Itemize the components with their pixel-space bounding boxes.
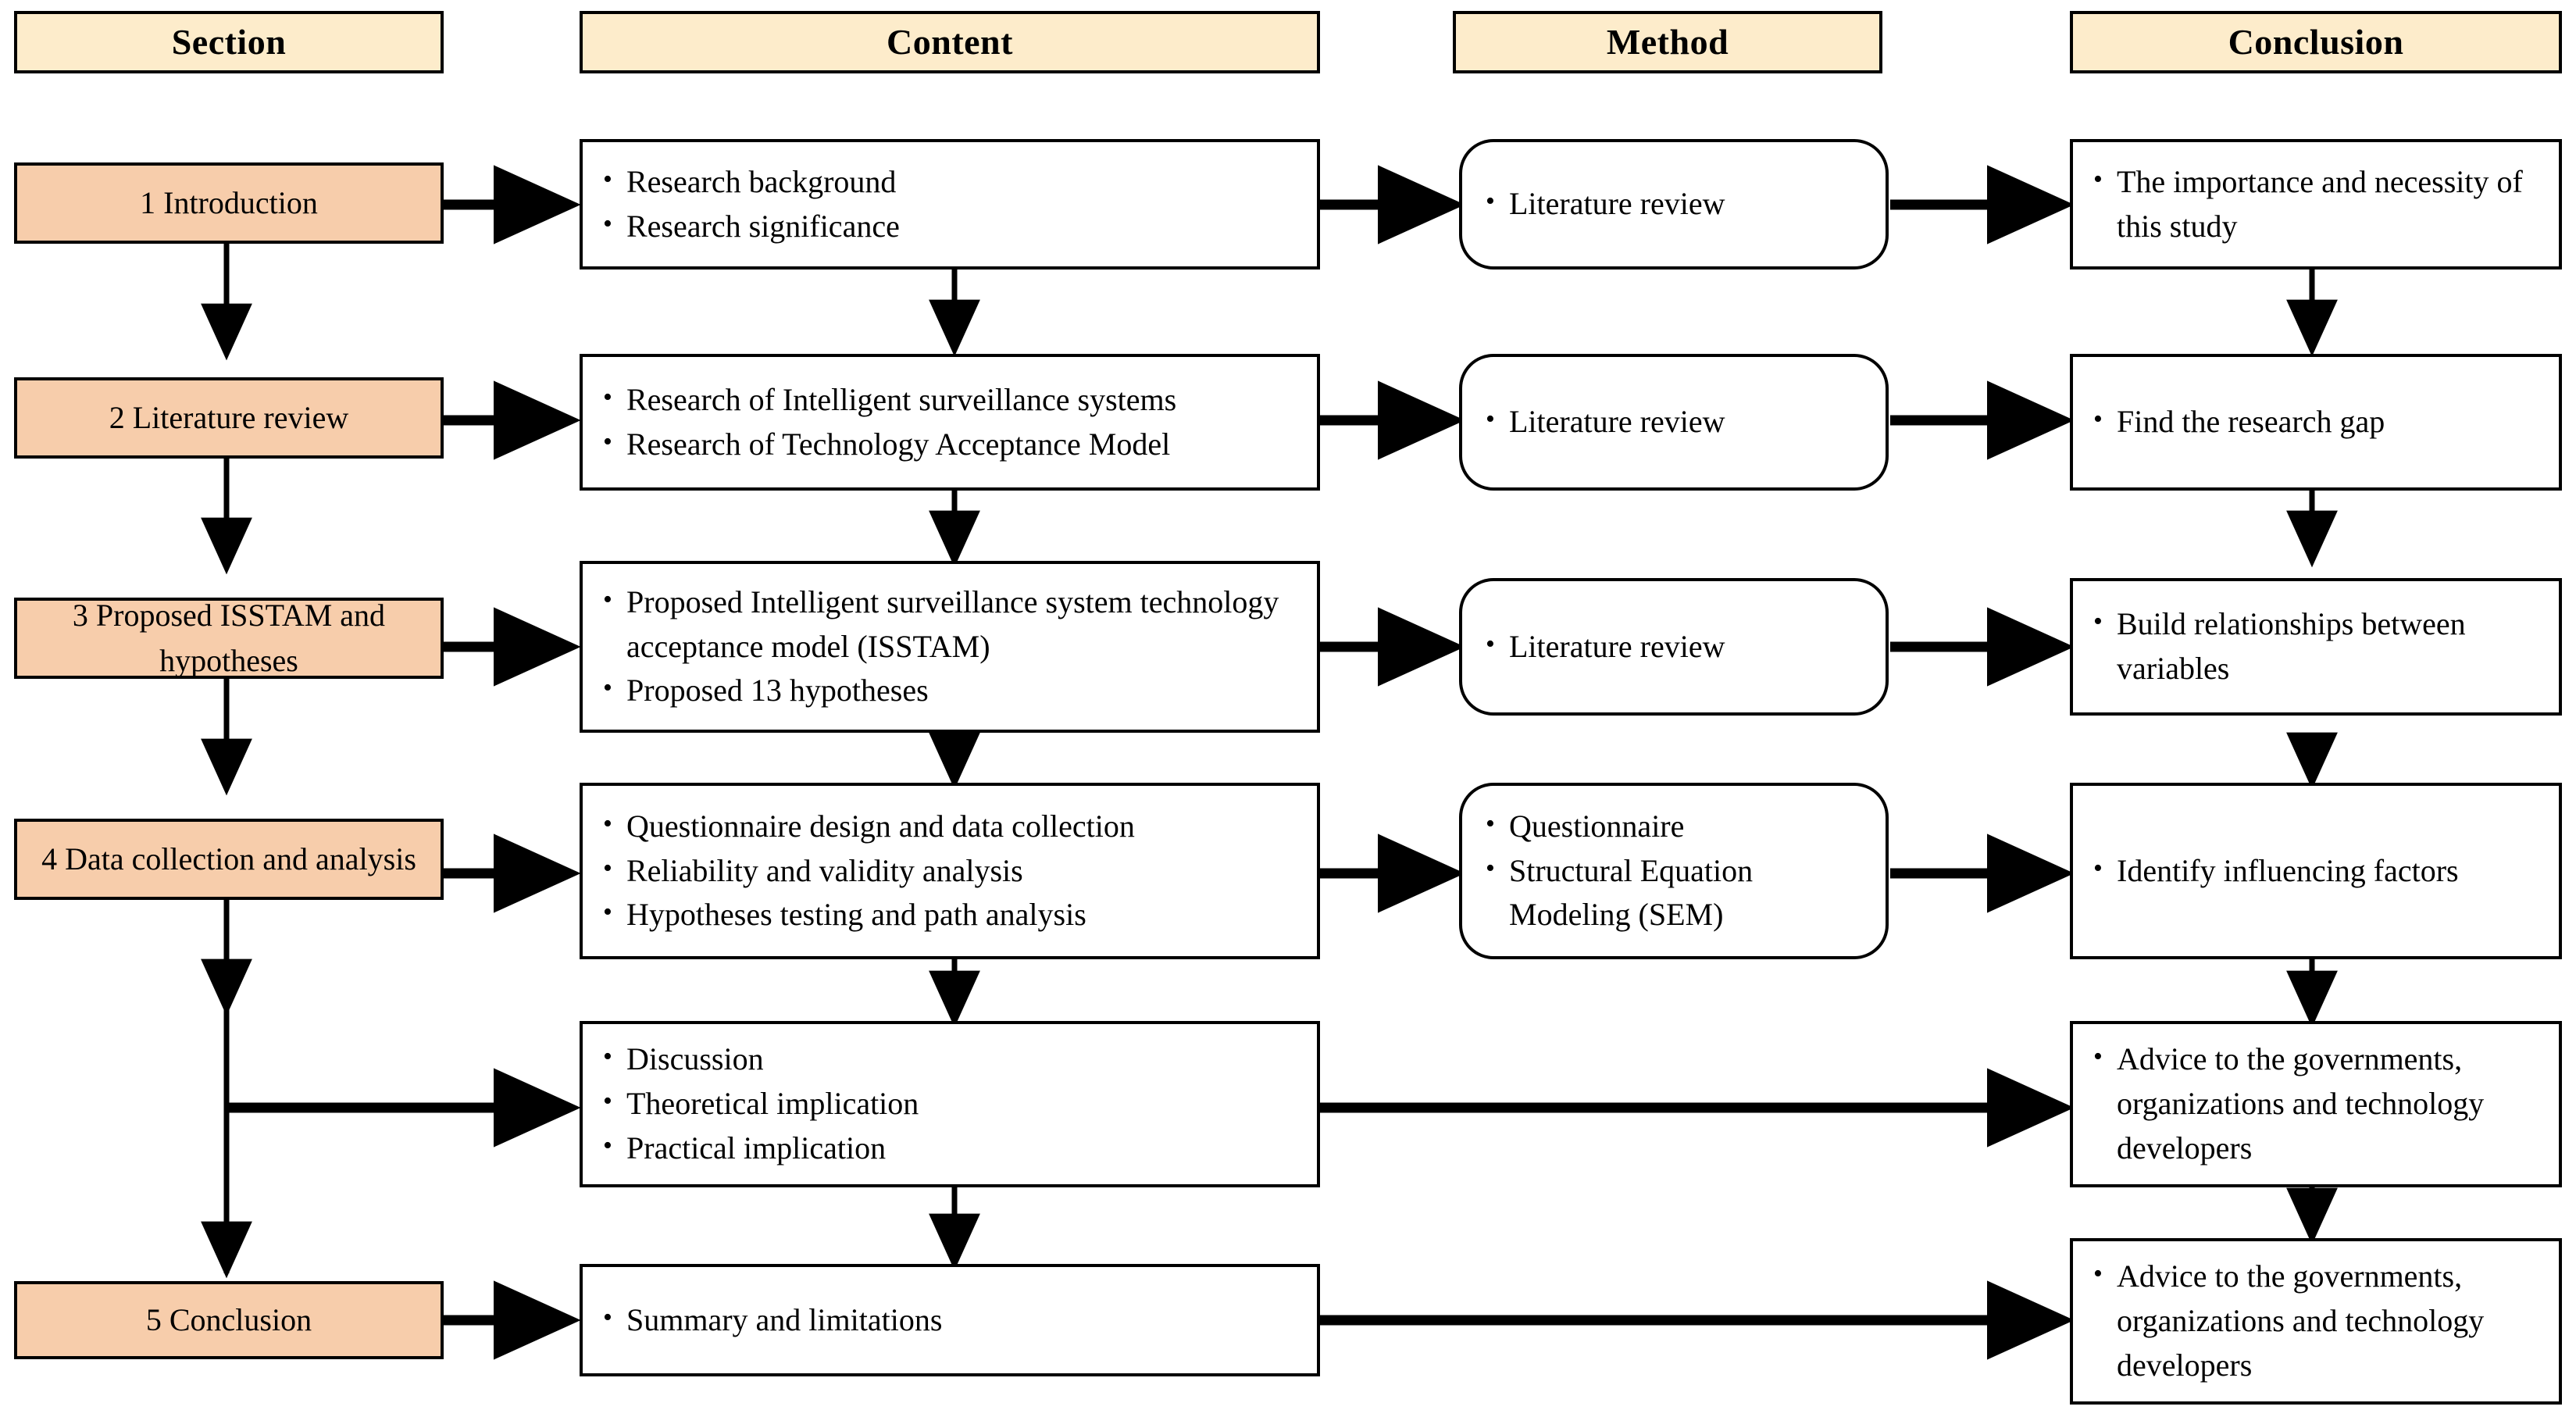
method-bullets-1: Literature review [1462,181,1886,227]
content-bullets-1: Research background Research significanc… [583,159,1317,249]
conclusion-bullets-4: Identify influencing factors [2073,848,2559,894]
bullet: Reliability and validity analysis [600,848,1308,894]
header-method: Method [1453,11,1882,73]
conclusion-box-4[interactable]: Identify influencing factors [2070,783,2562,959]
method-box-1[interactable]: Literature review [1459,139,1889,270]
content-bullets-2: Research of Intelligent surveillance sys… [583,377,1317,467]
conclusion-bullets-1: The importance and necessity of this stu… [2073,159,2559,249]
bullet: Hypotheses testing and path analysis [600,892,1308,937]
section-label-2: 2 Literature review [109,400,349,435]
conclusion-box-5[interactable]: Advice to the governments, organizations… [2070,1021,2562,1187]
method-bullets-2: Literature review [1462,399,1886,444]
section-label-4: 4 Data collection and analysis [41,841,416,876]
header-section-label: Section [171,21,287,62]
section-label-3: 3 Proposed ISSTAM and hypotheses [72,598,386,678]
bullet: Literature review [1482,624,1876,669]
bullet: Proposed 13 hypotheses [600,668,1308,713]
header-conclusion: Conclusion [2070,11,2562,73]
section-box-3[interactable]: 3 Proposed ISSTAM and hypotheses [14,598,444,679]
conclusion-box-6[interactable]: Advice to the governments, organizations… [2070,1238,2562,1405]
method-to-conclusion-arrows [1890,165,2075,913]
conclusion-bullets-5: Advice to the governments, organizations… [2073,1037,2559,1170]
method-bullets-3: Literature review [1462,624,1886,669]
content-box-2[interactable]: Research of Intelligent surveillance sys… [580,354,1320,491]
bullet: Structural Equation Modeling (SEM) [1482,848,1876,938]
method-box-2[interactable]: Literature review [1459,354,1889,491]
content-bullets-4: Questionnaire design and data collection… [583,804,1317,937]
conclusion-bullets-6: Advice to the governments, organizations… [2073,1254,2559,1387]
bullet: Questionnaire design and data collection [600,804,1308,849]
section-label-5: 5 Conclusion [145,1302,312,1337]
bullet: Discussion [600,1037,1308,1082]
content-box-4[interactable]: Questionnaire design and data collection… [580,783,1320,959]
bullet: Literature review [1482,399,1876,444]
bullet: Questionnaire [1482,804,1876,849]
conclusion-box-3[interactable]: Build relationships between variables [2070,578,2562,716]
section-box-1[interactable]: 1 Introduction [14,162,444,244]
section-to-content-arrows [227,165,581,1360]
section-label-1: 1 Introduction [140,185,318,220]
conclusion-box-2[interactable]: Find the research gap [2070,354,2562,491]
bullet: Research of Intelligent surveillance sys… [600,377,1308,423]
content-box-6[interactable]: Summary and limitations [580,1264,1320,1376]
bullet: Find the research gap [2090,399,2549,444]
method-box-4[interactable]: Questionnaire Structural Equation Modeli… [1459,783,1889,959]
section-box-4[interactable]: 4 Data collection and analysis [14,819,444,900]
conclusion-box-1[interactable]: The importance and necessity of this stu… [2070,139,2562,270]
bullet: Practical implication [600,1126,1308,1171]
header-section: Section [14,11,444,73]
method-bullets-4: Questionnaire Structural Equation Modeli… [1462,804,1886,938]
content-box-1[interactable]: Research background Research significanc… [580,139,1320,270]
header-content-label: Content [887,21,1013,62]
bullet: The importance and necessity of this stu… [2090,159,2549,249]
bullet: Research significance [600,204,1308,249]
section-box-5[interactable]: 5 Conclusion [14,1281,444,1359]
conclusion-bullets-2: Find the research gap [2073,399,2559,444]
content-box-5[interactable]: Discussion Theoretical implication Pract… [580,1021,1320,1187]
content-bullets-6: Summary and limitations [583,1298,1317,1343]
bullet: Advice to the governments, organizations… [2090,1254,2549,1387]
content-box-3[interactable]: Proposed Intelligent surveillance system… [580,561,1320,733]
bullet: Advice to the governments, organizations… [2090,1037,2549,1170]
content-bullets-5: Discussion Theoretical implication Pract… [583,1037,1317,1170]
header-method-label: Method [1606,21,1729,62]
bullet: Research of Technology Acceptance Model [600,422,1308,467]
content-to-method-arrows [1320,165,1465,913]
bullet: Theoretical implication [600,1081,1308,1126]
header-conclusion-label: Conclusion [2228,21,2404,62]
bullet: Summary and limitations [600,1298,1308,1343]
conclusion-bullets-3: Build relationships between variables [2073,601,2559,691]
bullet: Build relationships between variables [2090,601,2549,691]
bullet: Literature review [1482,181,1876,227]
section-box-2[interactable]: 2 Literature review [14,377,444,459]
content-bullets-3: Proposed Intelligent surveillance system… [583,580,1317,713]
bullet: Proposed Intelligent surveillance system… [600,580,1308,669]
bullet: Identify influencing factors [2090,848,2549,894]
content-to-conclusion-arrows [1320,1068,2075,1360]
bullet: Research background [600,159,1308,205]
header-content: Content [580,11,1320,73]
method-box-3[interactable]: Literature review [1459,578,1889,716]
